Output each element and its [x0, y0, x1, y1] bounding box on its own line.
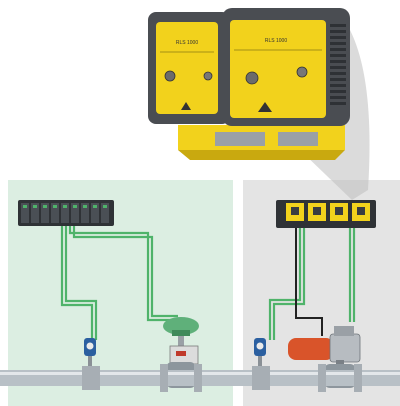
module-1: RLS 1000 [148, 12, 230, 124]
left-valve-actuator-base [172, 330, 190, 336]
right-valve-stem [336, 360, 344, 366]
module-2-vent-ribs [330, 24, 346, 105]
left-rack-slot [21, 203, 29, 223]
vent-rib [330, 30, 346, 33]
pipe-flange [194, 364, 202, 392]
left-rack-slot-led [83, 205, 87, 208]
vent-rib [330, 36, 346, 39]
module-1-logo-icon [181, 102, 191, 110]
pipe-flange [252, 366, 270, 390]
left-wire-valve [68, 226, 178, 322]
left-rack-slot-led [93, 205, 97, 208]
left-wire-valve-2 [72, 226, 178, 318]
module-1-screw-icon [203, 71, 213, 81]
pipe-flange [318, 364, 326, 392]
vent-rib [330, 54, 346, 57]
left-valve-yoke [178, 336, 184, 350]
vent-rib [330, 102, 346, 105]
pipe-flange [354, 364, 362, 392]
vent-rib [330, 24, 346, 27]
module-1-label: RLS 1000 [176, 40, 198, 46]
right-black-wire [295, 228, 323, 336]
module-connector-strip [215, 132, 265, 146]
module-1-knob-icon [164, 70, 176, 82]
left-green-wires [60, 226, 178, 340]
module-2: RLS 1000 [222, 8, 350, 126]
left-rack-slot [51, 203, 59, 223]
pipe-flange [160, 364, 168, 392]
left-rack-slot [101, 203, 109, 223]
right-rack-module-window [291, 207, 299, 215]
left-rack-slot [91, 203, 99, 223]
right-green-wires [268, 228, 356, 340]
vent-rib [330, 90, 346, 93]
left-rack-slot-led [33, 205, 37, 208]
right-rack-slots [286, 203, 370, 221]
left-wire-transmitter-2 [64, 226, 98, 340]
left-positioner-display [176, 351, 186, 356]
left-rack-slot [61, 203, 69, 223]
left-rack-slot-led [73, 205, 77, 208]
right-transmitter-gauge-icon [255, 341, 265, 351]
left-transmitter-gauge-icon [85, 341, 95, 351]
module-callout: RLS 1000 RLS 1000 [148, 8, 350, 160]
left-rack-slot [71, 203, 79, 223]
right-actuator-endcap [329, 333, 361, 363]
module-2-knob-icon [245, 71, 259, 85]
left-wire-transmitter [60, 226, 94, 340]
right-actuator-body [288, 338, 334, 360]
right-rack-module-window [335, 207, 343, 215]
module-2-logo-icon [258, 102, 272, 112]
module-2-screw-icon [296, 66, 308, 78]
left-rack-slot [41, 203, 49, 223]
module-1-face [156, 22, 218, 114]
right-wire-transmitter [268, 228, 302, 340]
vent-rib [330, 48, 346, 51]
process-pipe [0, 364, 400, 392]
vent-rib [330, 42, 346, 45]
module-connector-strip [278, 132, 318, 146]
pipe-flange [82, 366, 100, 390]
left-transmitter-stem [88, 356, 92, 370]
left-rack-slot-led [53, 205, 57, 208]
left-rack-slot-led [63, 205, 67, 208]
right-actuator-cover [334, 326, 354, 336]
left-rack-slot [81, 203, 89, 223]
module-2-label: RLS 1000 [265, 38, 287, 44]
vent-rib [330, 60, 346, 63]
vent-rib [330, 66, 346, 69]
left-rack-slot-led [103, 205, 107, 208]
left-rack-slot [31, 203, 39, 223]
module-base-shadow [178, 150, 345, 160]
left-pressure-transmitter [84, 338, 96, 370]
right-rack-module-window [313, 207, 321, 215]
vent-rib [330, 72, 346, 75]
vent-rib [330, 84, 346, 87]
left-rack-slot-led [43, 205, 47, 208]
right-pressure-transmitter [254, 338, 266, 370]
module-2-face [230, 20, 326, 118]
vent-rib [330, 78, 346, 81]
left-rack-slots [21, 203, 109, 223]
vent-rib [330, 96, 346, 99]
right-rack-module-window [357, 207, 365, 215]
right-wire-transmitter-2 [272, 228, 306, 340]
left-rack-slot-led [23, 205, 27, 208]
right-transmitter-stem [258, 356, 262, 370]
